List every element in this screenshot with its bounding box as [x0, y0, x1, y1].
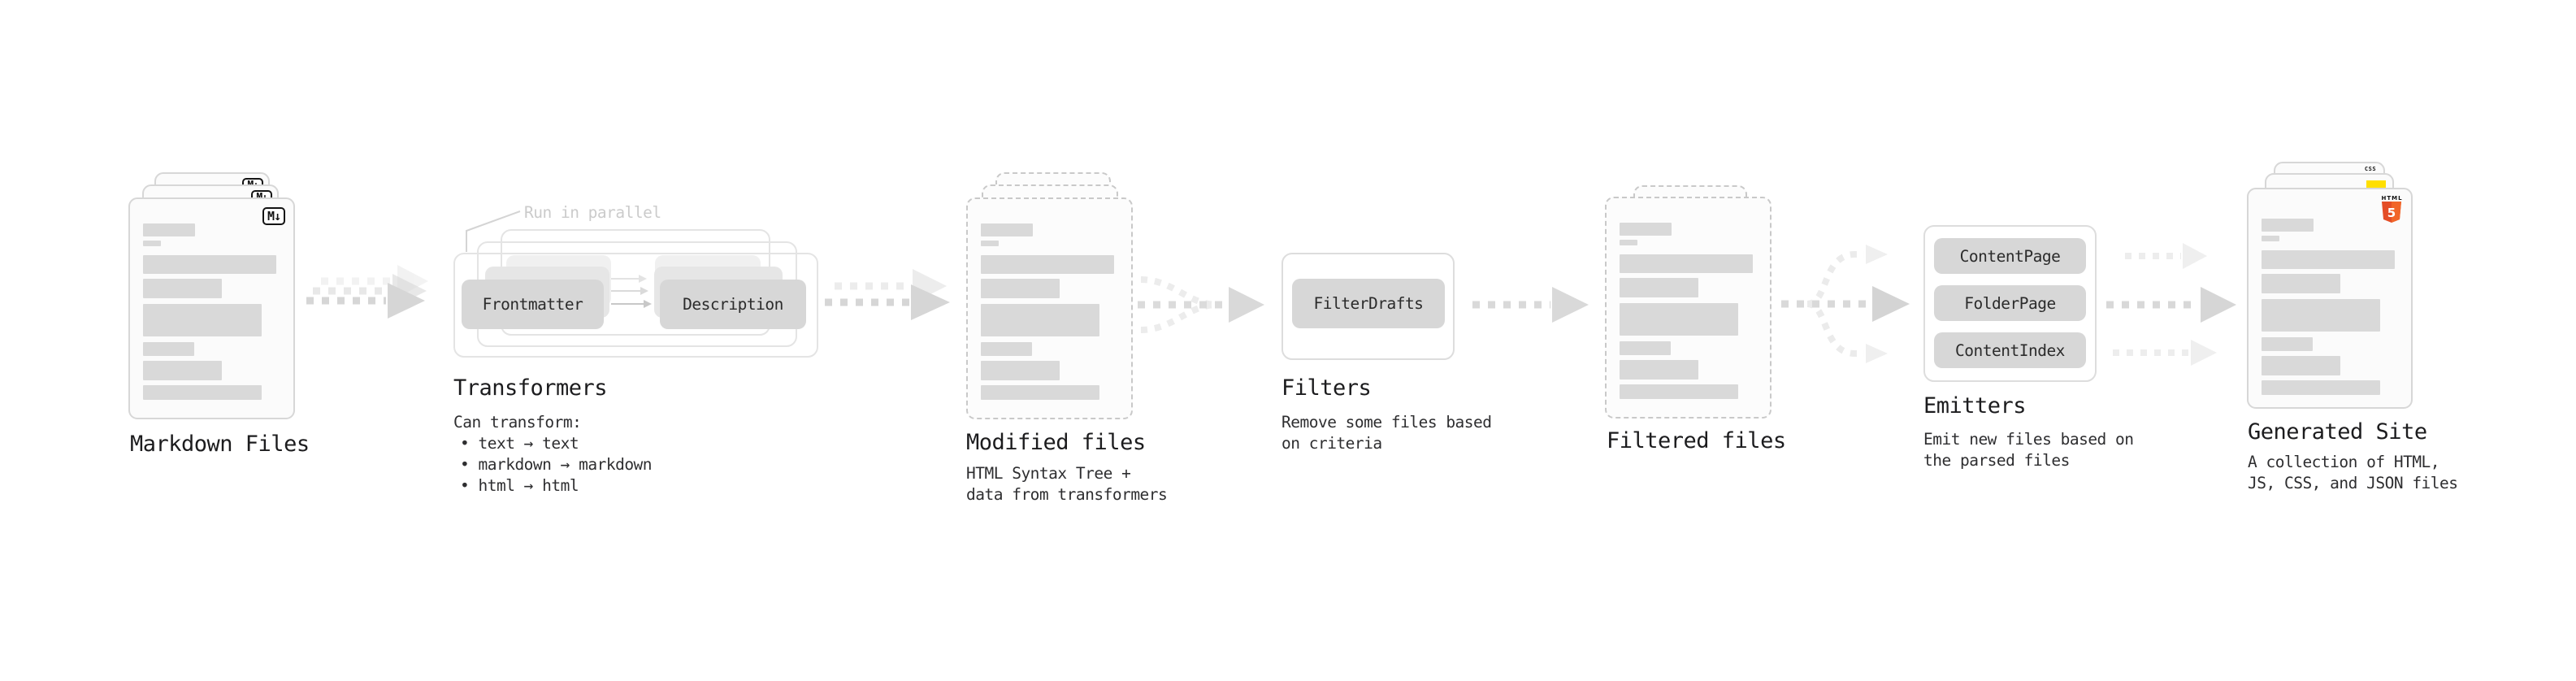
transformers-description: Can transform: • text → text • markdown … [453, 412, 653, 497]
description-line: Remove some files based [1281, 413, 1492, 432]
stage-title-markdown-files: Markdown Files [130, 432, 310, 457]
transformer-frame [453, 253, 818, 358]
contentindex-node-label: ContentIndex [1955, 340, 2065, 360]
description-node-label: Description [683, 295, 783, 314]
svg-text:5: 5 [2387, 206, 2396, 220]
frontmatter-node-label: Frontmatter [482, 295, 583, 314]
file-content-placeholder [1620, 223, 1757, 399]
transform-bullet: • html → html [460, 476, 579, 495]
stage-title-generated-site: Generated Site [2248, 419, 2427, 445]
filterdrafts-node-label: FilterDrafts [1313, 294, 1424, 313]
arrow-markdown-to-transformers [306, 265, 428, 319]
transform-bullet: • text → text [460, 434, 579, 453]
description-line: Emit new files based on [1923, 430, 2134, 449]
contentindex-node: ContentIndex [1934, 332, 2086, 368]
description-line: data from transformers [966, 485, 1168, 504]
description-line: A collection of HTML, [2248, 453, 2440, 471]
arrow-transformers-to-modified [825, 269, 950, 320]
modified-file-card [966, 197, 1133, 419]
filterdrafts-node: FilterDrafts [1292, 279, 1445, 328]
file-content-placeholder [2262, 219, 2398, 395]
can-transform-label: Can transform: [453, 413, 582, 432]
file-content-placeholder [981, 223, 1118, 400]
arrow-modified-to-filters-merge [1138, 276, 1264, 333]
filters-description: Remove some files based on criteria [1281, 412, 1492, 454]
stage-title-filtered-files: Filtered files [1607, 428, 1786, 453]
filtered-file-card [1605, 197, 1772, 419]
contentpage-node-label: ContentPage [1959, 246, 2061, 266]
description-line: HTML Syntax Tree + [966, 464, 1131, 483]
transform-bullet: • markdown → markdown [460, 455, 653, 474]
contentpage-node: ContentPage [1934, 238, 2086, 274]
file-content-placeholder [143, 223, 280, 400]
folderpage-node: FolderPage [1934, 285, 2086, 321]
arrow-emitters-to-site-middle [2106, 287, 2236, 323]
arrow-filtered-to-emitters-fan [1781, 245, 1910, 363]
description-node: Description [660, 280, 806, 329]
note-connector-line [466, 210, 521, 252]
stage-title-transformers: Transformers [453, 375, 608, 401]
folderpage-node-label: FolderPage [1964, 293, 2056, 313]
modified-files-description: HTML Syntax Tree + data from transformer… [966, 463, 1168, 505]
generated-site-description: A collection of HTML, JS, CSS, and JSON … [2248, 452, 2458, 494]
site-file-card-html: HTML 5 [2247, 188, 2413, 409]
description-line: the parsed files [1923, 451, 2070, 470]
run-in-parallel-note: Run in parallel [524, 203, 661, 222]
description-line: on criteria [1281, 434, 1382, 453]
css-label: CSS [2364, 166, 2377, 172]
markdown-file-card: M↓ [128, 197, 295, 419]
parallel-flow-arrows [611, 275, 652, 308]
html5-icon: HTML 5 [2381, 195, 2403, 224]
stage-title-emitters: Emitters [1923, 393, 2027, 419]
markdown-icon: M↓ [262, 207, 285, 225]
description-line: JS, CSS, and JSON files [2248, 474, 2458, 492]
arrow-emitters-to-site-top [2125, 243, 2207, 269]
frontmatter-node: Frontmatter [462, 280, 604, 329]
arrow-emitters-to-site-bottom [2113, 340, 2217, 366]
arrow-filters-to-filtered [1472, 287, 1589, 323]
html-label: HTML [2381, 195, 2403, 202]
emitters-description: Emit new files based on the parsed files [1923, 429, 2134, 471]
stage-title-modified-files: Modified files [966, 430, 1146, 455]
stage-title-filters: Filters [1281, 375, 1372, 401]
